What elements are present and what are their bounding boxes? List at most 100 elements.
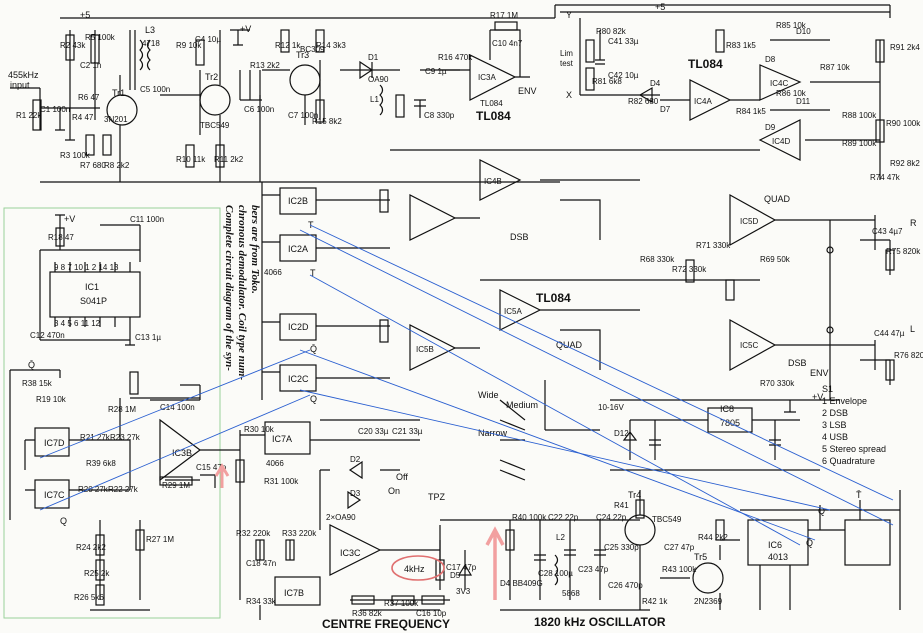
tr5-part: 2N2369 [694,597,723,606]
ic2b-label: IC2B [288,196,308,206]
r74-label: R76 820k [894,351,923,360]
r82-label: R82 680 [628,97,659,106]
r12-label: R12 1k [275,41,301,50]
l2-label: L2 [556,533,565,542]
supply-v-label: +V [240,24,251,34]
tr2-part: TBC549 [200,121,230,130]
narrow-label: Narrow [478,428,508,438]
q-tag-3: Q [818,506,825,516]
oscillator-label: 1820 kHz OSCILLATOR [534,615,666,629]
supply-label-right: +5 [655,2,665,12]
c13-label: C13 1µ [135,333,161,342]
c5-label: C5 100n [140,85,170,94]
ic5a-label: IC5A [504,307,522,316]
c27-label: C27 47p [664,543,695,552]
q-tag: Q [60,516,67,526]
env-tag-2: ENV [810,368,829,378]
c41-label: C41 33µ [608,37,639,46]
ic1-part: S041P [80,296,107,306]
ic3a-opamp [440,21,530,101]
input-freq-label: 455kHz [8,70,39,80]
d11-label: D11 [796,97,811,106]
ic7d-label: IC7D [44,438,65,448]
r25-label: R25 2k [84,569,110,578]
ic1-supply-label: +V [64,214,75,224]
dsb-tag-1: DSB [510,232,529,242]
c28-label: C28 100µ [538,569,573,578]
r16-label: R16 470k [438,53,473,62]
ic2-switches [261,182,390,400]
r71-label: R68 330k [640,255,675,264]
supply-rail-top [40,4,891,183]
switch-legend-item-6: 6 Quadrature [822,456,875,466]
y-tag: Y [566,10,572,20]
c44-label: C44 47µ [874,329,905,338]
demod-opamps [379,149,760,371]
marker-arrow-left [214,463,230,488]
r37-label: R37 100k [384,599,419,608]
ic7a-part: 4066 [266,459,284,468]
c14-label: R38 15k [22,379,53,388]
switch-legend: S1 1 Envelope 2 DSB 3 LSB 4 USB 5 Stereo… [822,384,886,466]
d5-label: D5 [450,571,461,580]
r42-label: R42 1k [642,597,668,606]
tpz-tag: TPZ [428,492,446,502]
r30-label: R30 10k [244,425,275,434]
switch-legend-item-5: 5 Stereo spread [822,444,886,454]
r15-label: R15 8k2 [312,117,342,126]
r92-label: R92 8k2 [890,159,920,168]
r28-label: R28 1M [108,405,136,414]
r34-label: R34 33k [246,597,277,606]
r87-label: R87 10k [820,63,851,72]
bandwidth-switch [499,380,600,481]
d4-label: D4 [650,79,661,88]
c10-label: C10 4n7 [492,39,523,48]
c25-label: C25 330p [604,543,639,552]
d3-label: D3 [350,489,361,498]
c9-label: C9 1µ [425,67,447,76]
c21-label: C21 33µ [392,427,423,436]
caption-line-1: Complete circuit diagram of the syn- [223,205,235,371]
r36-label: R36 82k [352,609,383,618]
input-stage [10,29,262,182]
r31-label: R31 100k [264,477,299,486]
ic7a-label: IC7A [272,434,292,444]
power-v-label: +V [812,392,823,402]
ic7c-label: IC7C [44,490,65,500]
r73-label: R75 820k [886,247,921,256]
medium-label: Medium [506,400,538,410]
marker-arrow-right [485,526,505,600]
c22-label: C22 22p [548,513,579,522]
r89-label: R89 100k [842,139,877,148]
c16-label: C14 100n [160,403,195,412]
tr5-label: Tr5 [694,552,707,562]
c2-label: C2 1n [80,61,101,70]
r81-label: R81 6k8 [592,77,622,86]
r14-label: R14 3k3 [316,41,346,50]
r76-label: R70 330k [760,379,795,388]
x-tag: X [566,90,572,100]
c1-label: C1 100n [40,105,70,114]
ic3a-part: TL084 [480,99,503,108]
r6-label: R6 47 [78,93,100,102]
r18-label: R18 47 [48,233,74,242]
c8-label: C8 330p [424,111,455,120]
l1-label: L1 [370,95,379,104]
off-tag: Off [396,472,408,482]
ic2d-label: IC2D [288,322,309,332]
tr4-part: TBC549 [652,515,682,524]
ic6-flipflop [740,490,901,610]
q-bar-tag: Q̄ [28,360,35,370]
circled-value: 4kHz [404,564,425,574]
tr3-label: Tr3 [296,50,309,60]
d9-label: D9 [765,123,776,132]
r39-label: C17 47p [446,563,477,572]
q-bar-tag-2: Q̄ [310,344,317,354]
switch-legend-item-4: 4 USB [822,432,848,442]
d10-label: D10 [796,27,811,36]
c17-label: C15 47p [196,463,227,472]
d1-label: D1 [368,53,379,62]
r2-label: R2 43k [60,41,86,50]
ic5b-label: IC5B [416,345,434,354]
